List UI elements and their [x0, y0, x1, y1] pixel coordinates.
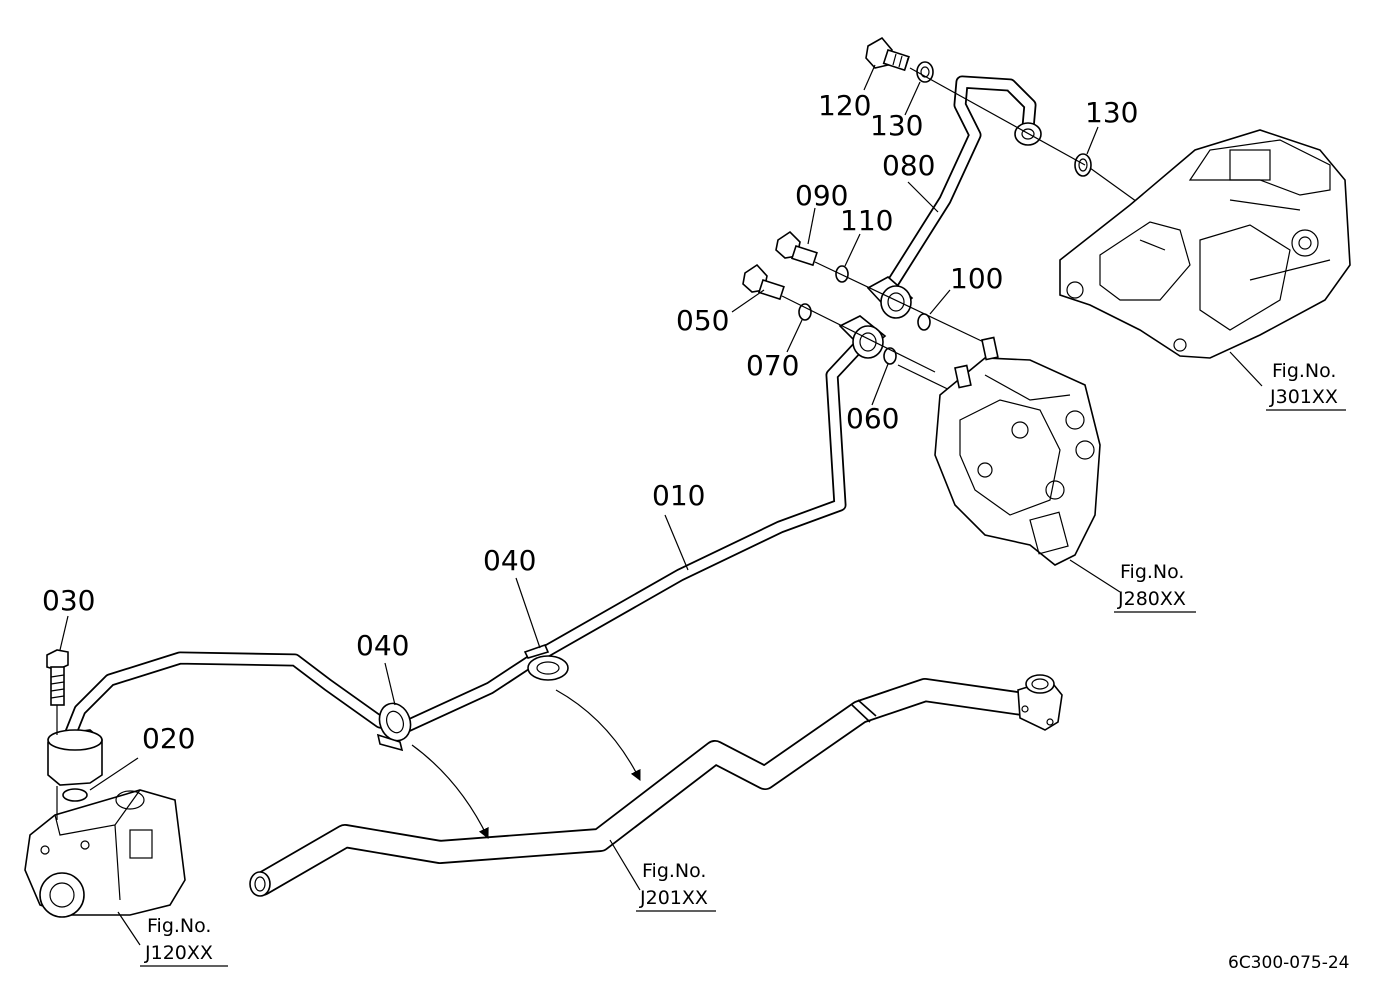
o-ring-110 [835, 265, 849, 283]
hydraulic-lift-housing [1059, 129, 1351, 359]
part-number-030: 030 [42, 584, 95, 617]
eyelet-joint-upper [866, 276, 914, 319]
part-number-020: 020 [142, 722, 195, 755]
part-number-050: 050 [676, 304, 729, 337]
part-number-130-right: 130 [1085, 96, 1138, 129]
svg-text:Fig.No.: Fig.No. [642, 860, 706, 882]
svg-text:J201XX: J201XX [639, 887, 708, 909]
seal-washer-130-right [1074, 153, 1092, 177]
svg-text:Fig.No.: Fig.No. [1272, 360, 1336, 382]
part-number-040-left: 040 [356, 629, 409, 662]
svg-text:Fig.No.: Fig.No. [147, 915, 211, 937]
pipe-clamp-040-left [376, 702, 412, 752]
part-number-060: 060 [846, 402, 899, 435]
part-number-120: 120 [818, 89, 871, 122]
part-number-130-upper: 130 [870, 109, 923, 142]
leader-lines [59, 64, 1263, 946]
part-number-100: 100 [950, 262, 1003, 295]
fig-ref-j301: Fig.No. J301XX [1266, 360, 1346, 411]
pipe-clamp-040-right [523, 643, 569, 681]
document-code: 6C300-075-24 [1228, 953, 1349, 973]
part-number-110: 110 [840, 204, 893, 237]
svg-text:J120XX: J120XX [144, 942, 213, 964]
banjo-bolt-090 [775, 230, 818, 267]
fig-ref-j280: Fig.No. J280XX [1114, 561, 1196, 613]
control-valve-block [934, 336, 1101, 566]
part-number-080: 080 [882, 149, 935, 182]
delivery-pipe-010 [63, 338, 867, 742]
o-ring-100 [917, 313, 931, 331]
part-number-090: 090 [795, 179, 848, 212]
hydraulic-pump [24, 789, 186, 918]
fig-ref-j120: Fig.No. J120XX [140, 915, 228, 967]
o-ring-060 [883, 347, 897, 365]
pump-flange [47, 729, 103, 786]
bolt-030 [46, 649, 69, 706]
banjo-bolt-050 [742, 263, 785, 301]
o-ring-020 [62, 788, 88, 802]
svg-text:Fig.No.: Fig.No. [1120, 561, 1184, 583]
part-number-010: 010 [652, 479, 705, 512]
svg-text:J301XX: J301XX [1269, 386, 1338, 408]
o-ring-070 [798, 303, 812, 321]
part-number-040-right: 040 [483, 544, 536, 577]
suction-pipe [249, 674, 1063, 897]
fig-ref-j201: Fig.No. J201XX [636, 860, 716, 912]
eyelet-joint-lower [838, 315, 887, 359]
part-number-070: 070 [746, 349, 799, 382]
banjo-bolt-120 [865, 36, 910, 72]
svg-text:J280XX: J280XX [1117, 588, 1186, 610]
